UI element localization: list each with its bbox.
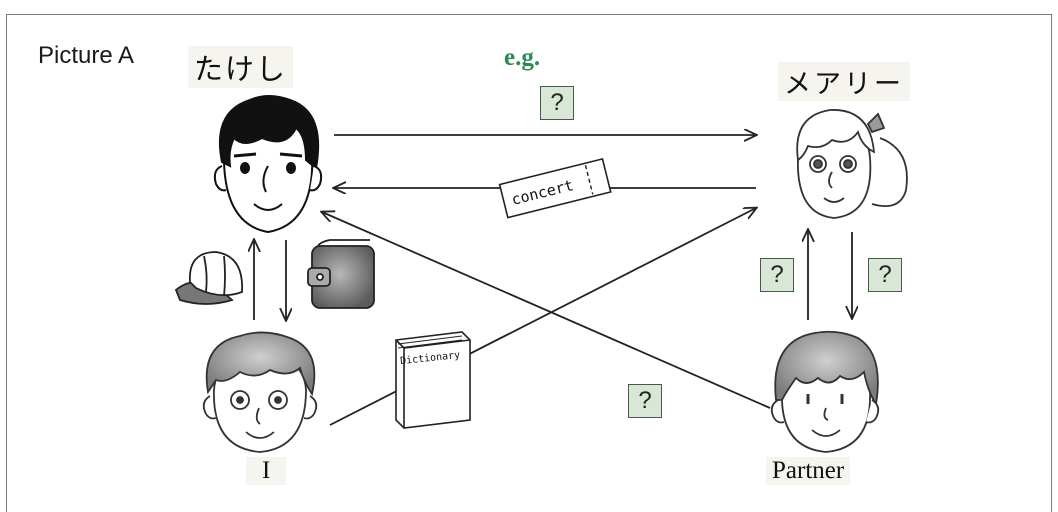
me-name-label: I: [246, 457, 287, 485]
takeshi-face: [213, 95, 323, 234]
question-box-mary-to-partner: ?: [868, 258, 902, 292]
example-label: e.g.: [504, 44, 541, 71]
partner-name-label: Partner: [766, 457, 851, 485]
arrow-me-to-mary: [329, 208, 756, 426]
question-box-partner-to-takeshi: ?: [628, 384, 662, 418]
arrow-partner-to-takeshi: [322, 212, 771, 409]
partner-face: [770, 330, 880, 453]
mary-name-label: メアリー: [778, 62, 910, 101]
question-box-partner-to-mary: ?: [760, 258, 794, 292]
takeshi-name-label: たけし: [188, 46, 294, 88]
picture-label: Picture A: [38, 42, 135, 69]
question-box-takeshi-to-mary: ?: [540, 86, 574, 120]
cap-icon: [174, 251, 243, 305]
picture-frame: [6, 14, 1052, 512]
mary-face: [796, 109, 908, 219]
me-face: [202, 331, 318, 453]
wallet-icon: [307, 239, 375, 309]
concert-ticket-icon: concert: [498, 157, 612, 219]
dictionary-icon: Dictionary: [395, 331, 471, 429]
